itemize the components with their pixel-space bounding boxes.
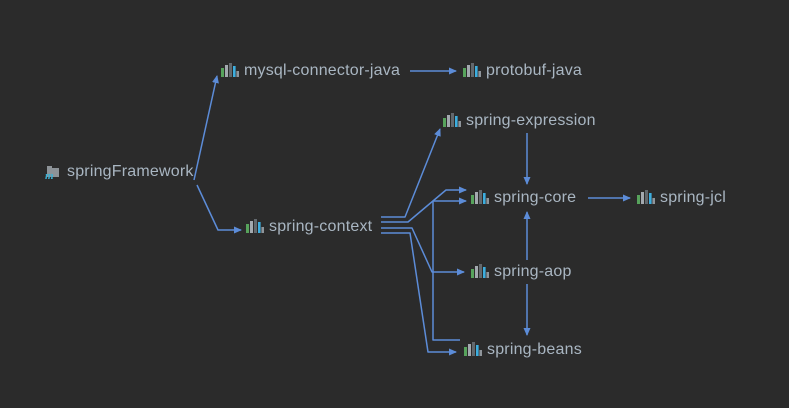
library-icon (471, 190, 489, 206)
node-spring-core[interactable]: spring-core (471, 186, 576, 210)
edge-springFramework-to-mysql-connector-java (193, 75, 219, 181)
node-spring-beans[interactable]: spring-beans (464, 338, 582, 362)
node-spring-context[interactable]: spring-context (246, 215, 372, 239)
node-label: spring-core (494, 189, 577, 206)
svg-text:m: m (45, 170, 54, 180)
node-label: mysql-connector-java (244, 62, 401, 79)
edge-spring-context-to-spring-expression (381, 128, 441, 218)
module-icon: m (44, 164, 62, 180)
library-icon (637, 190, 655, 206)
node-label: spring-jcl (660, 189, 727, 206)
node-label: springFramework (67, 163, 194, 180)
library-icon (443, 113, 461, 129)
library-icon (464, 342, 482, 358)
node-springFramework[interactable]: m springFramework (44, 160, 194, 184)
node-spring-aop[interactable]: spring-aop (471, 260, 572, 284)
node-mysql-connector-java[interactable]: mysql-connector-java (221, 59, 400, 83)
edge-spring-context-to-spring-core (381, 186, 467, 223)
node-label: spring-context (269, 218, 373, 235)
node-label: spring-aop (494, 263, 572, 280)
node-spring-jcl[interactable]: spring-jcl (637, 186, 726, 210)
node-label: spring-expression (466, 112, 596, 129)
node-label: spring-beans (487, 341, 582, 358)
edge-spring-context-to-spring-aop (381, 227, 465, 276)
node-spring-expression[interactable]: spring-expression (443, 109, 596, 133)
edge-spring-context-to-spring-beans (381, 232, 457, 356)
edge-spring-beans-to-spring-core (432, 197, 467, 341)
library-icon (246, 219, 264, 235)
library-icon (463, 63, 481, 79)
library-icon (471, 264, 489, 280)
library-icon (221, 63, 239, 79)
node-label: protobuf-java (486, 62, 582, 79)
edge-springFramework-to-spring-context (196, 184, 242, 234)
node-protobuf-java[interactable]: protobuf-java (463, 59, 582, 83)
